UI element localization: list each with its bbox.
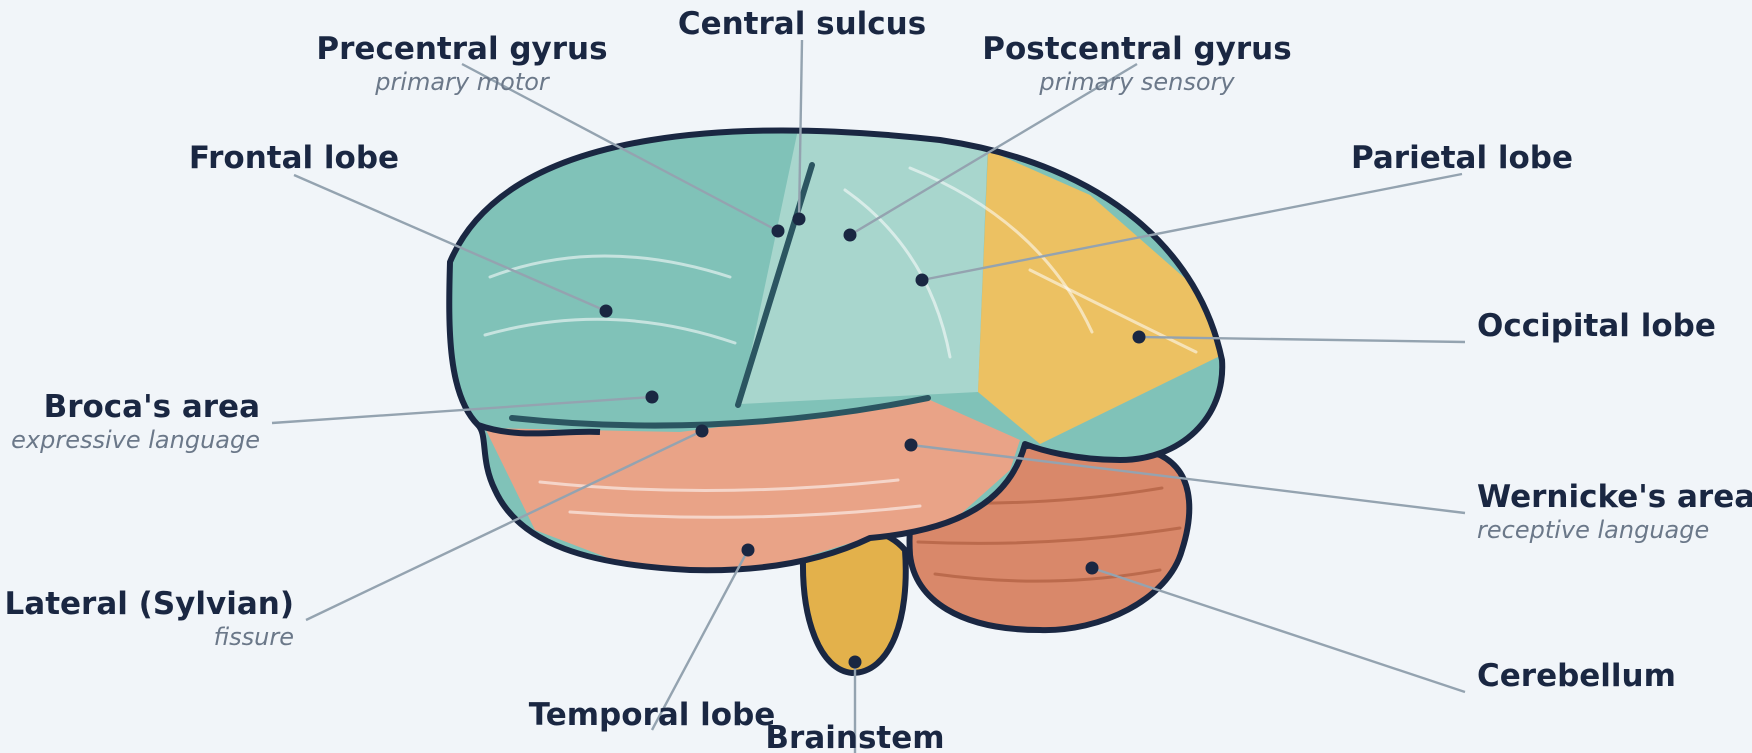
label-brocas-area-sub: expressive language xyxy=(11,426,260,454)
dot-frontal-lobe xyxy=(600,305,613,318)
label-lateral-fissure: Lateral (Sylvian) xyxy=(5,586,294,622)
dot-brocas-area xyxy=(646,391,659,404)
label-temporal-lobe: Temporal lobe xyxy=(529,697,776,733)
label-central-sulcus: Central sulcus xyxy=(678,6,926,42)
label-lateral-fissure-sub: fissure xyxy=(214,623,294,651)
dot-central-sulcus xyxy=(793,213,806,226)
dot-temporal-lobe xyxy=(742,544,755,557)
dot-occipital-lobe xyxy=(1133,331,1146,344)
dot-wernickes-area xyxy=(905,439,918,452)
label-brainstem: Brainstem xyxy=(765,720,944,753)
dot-parietal-lobe xyxy=(916,274,929,287)
label-precentral-gyrus: Precentral gyrus xyxy=(316,31,607,67)
dot-lateral-fissure xyxy=(696,425,709,438)
label-postcentral-gyrus-sub: primary sensory xyxy=(1038,68,1235,96)
dot-brainstem xyxy=(849,656,862,669)
label-wernickes-area-sub: receptive language xyxy=(1477,516,1709,544)
label-postcentral-gyrus: Postcentral gyrus xyxy=(982,31,1291,67)
dot-cerebellum xyxy=(1086,562,1099,575)
label-frontal-lobe: Frontal lobe xyxy=(189,140,399,176)
label-brocas-area: Broca's area xyxy=(44,389,260,425)
dot-precentral-gyrus xyxy=(772,225,785,238)
label-wernickes-area: Wernicke's area xyxy=(1477,479,1752,515)
label-occipital-lobe: Occipital lobe xyxy=(1477,308,1716,344)
label-parietal-lobe: Parietal lobe xyxy=(1351,140,1573,176)
label-precentral-gyrus-sub: primary motor xyxy=(374,68,551,96)
dot-postcentral-gyrus xyxy=(844,229,857,242)
label-cerebellum: Cerebellum xyxy=(1477,658,1676,694)
leader-cerebellum xyxy=(1092,568,1465,692)
